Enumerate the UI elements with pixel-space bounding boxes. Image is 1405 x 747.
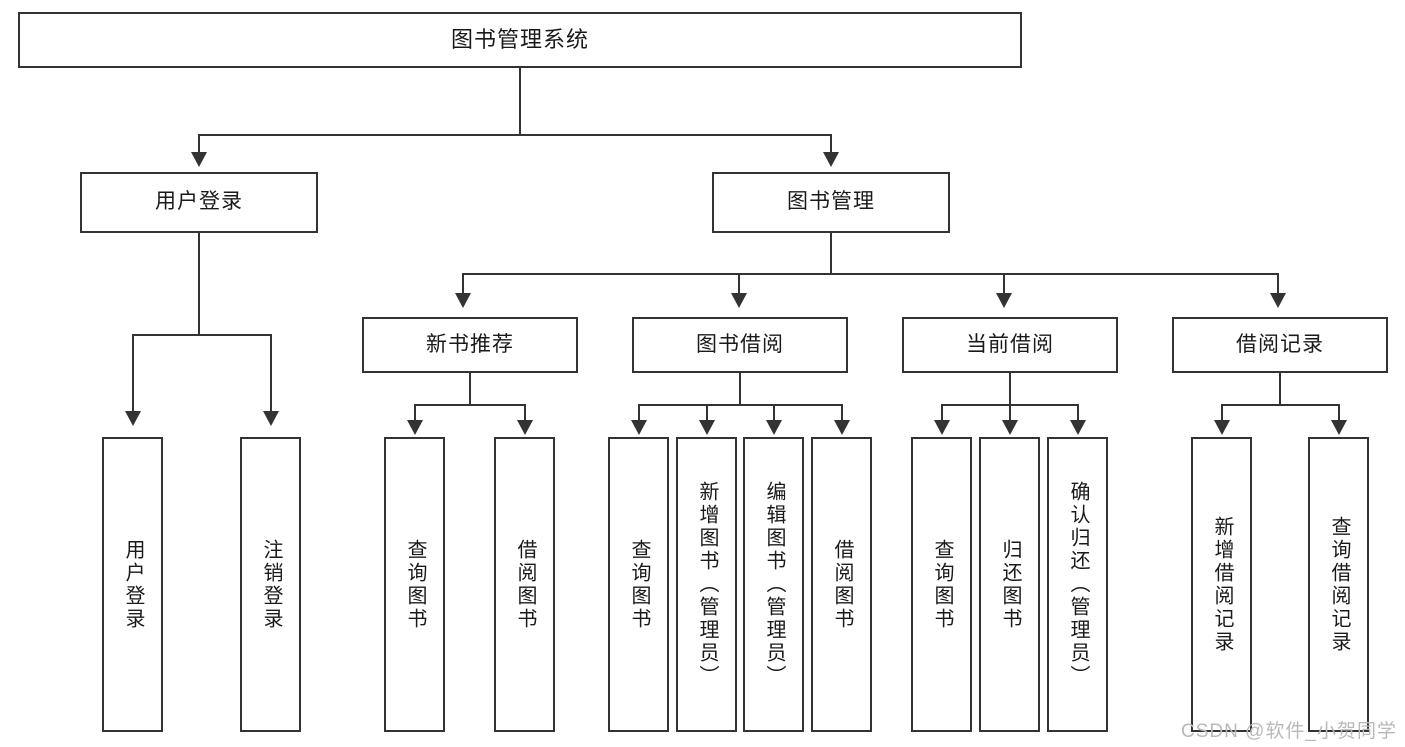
node-label: 新增图书（管理员）: [696, 481, 718, 688]
node-borrow-record[interactable]: 借阅记录: [1172, 317, 1388, 373]
edge-bm-to-book-borrow: [738, 273, 740, 295]
edge-root-to-user-login: [198, 134, 200, 154]
node-label: 新增借阅记录: [1211, 515, 1233, 654]
node-user-login[interactable]: 用户登录: [80, 172, 318, 233]
arrowhead-bm-to-current-borrow: [996, 293, 1012, 308]
node-leaf-user-logout[interactable]: 注销登录: [240, 437, 301, 732]
edge-br-to-leaf-2: [1338, 404, 1340, 422]
edge-user-login-split-bar: [132, 334, 270, 336]
node-label: 借阅图书: [514, 538, 536, 631]
arrowhead-br-to-leaf-2: [1331, 420, 1347, 435]
arrowhead-nbr-to-leaf-1: [407, 420, 423, 435]
arrowhead-cb-to-leaf-2: [1002, 420, 1018, 435]
edge-bb-to-leaf-2: [706, 404, 708, 422]
arrowhead-br-to-leaf-1: [1214, 420, 1230, 435]
node-leaf-bb-add-book[interactable]: 新增图书（管理员）: [676, 437, 737, 732]
node-leaf-nbr-borrow-book[interactable]: 借阅图书: [494, 437, 555, 732]
edge-root-split-bar: [198, 134, 832, 136]
edge-cb-to-leaf-2: [1009, 404, 1011, 422]
edge-user-login-to-leaf-1: [132, 334, 134, 413]
arrowhead-user-login-to-leaf-1: [125, 411, 141, 426]
node-label: 归还图书: [999, 538, 1021, 631]
node-label: 注销登录: [260, 538, 282, 631]
edge-user-login-stem: [198, 233, 200, 335]
arrowhead-cb-to-leaf-3: [1070, 420, 1086, 435]
node-label: 确认归还（管理员）: [1067, 481, 1089, 688]
edge-bb-stem: [739, 373, 741, 405]
node-book-borrow[interactable]: 图书借阅: [632, 317, 848, 373]
node-leaf-cb-confirm-return[interactable]: 确认归还（管理员）: [1047, 437, 1108, 732]
node-label: 查询图书: [931, 538, 953, 631]
node-leaf-user-login[interactable]: 用户登录: [102, 437, 163, 732]
edge-cb-stem: [1009, 373, 1011, 405]
arrowhead-user-login-to-leaf-2: [263, 411, 279, 426]
edge-br-split-bar: [1221, 404, 1338, 406]
arrowhead-bm-to-borrow-record: [1270, 293, 1286, 308]
node-leaf-br-query-record[interactable]: 查询借阅记录: [1308, 437, 1369, 732]
edge-nbr-stem: [469, 373, 471, 405]
node-label: 查询图书: [404, 538, 426, 631]
arrowhead-bm-to-new-book-recommend: [455, 293, 471, 308]
edge-bm-to-borrow-record: [1277, 273, 1279, 295]
node-label: 图书管理: [787, 190, 875, 214]
node-label: 借阅图书: [831, 538, 853, 631]
edge-root-to-book-management: [830, 134, 832, 154]
node-label: 图书借阅: [696, 332, 784, 356]
edge-book-management-stem: [830, 233, 832, 274]
node-label: 新书推荐: [426, 332, 514, 356]
node-book-management[interactable]: 图书管理: [712, 172, 950, 233]
node-leaf-nbr-query-book[interactable]: 查询图书: [384, 437, 445, 732]
edge-cb-to-leaf-3: [1077, 404, 1079, 422]
node-leaf-cb-return-book[interactable]: 归还图书: [979, 437, 1040, 732]
node-label: 查询借阅记录: [1328, 515, 1350, 654]
edge-bb-to-leaf-4: [841, 404, 843, 422]
node-root-book-management-system[interactable]: 图书管理系统: [18, 12, 1022, 68]
node-label: 编辑图书（管理员）: [763, 481, 785, 688]
node-new-book-recommend[interactable]: 新书推荐: [362, 317, 578, 373]
node-current-borrow[interactable]: 当前借阅: [902, 317, 1118, 373]
edge-cb-to-leaf-1: [941, 404, 943, 422]
arrowhead-bb-to-leaf-3: [766, 420, 782, 435]
node-label: 用户登录: [155, 190, 243, 214]
node-label: 当前借阅: [966, 332, 1054, 356]
node-label: 借阅记录: [1236, 332, 1324, 356]
edge-bb-split-bar: [638, 404, 842, 406]
arrowhead-root-to-user-login: [191, 152, 207, 167]
edge-nbr-to-leaf-2: [524, 404, 526, 422]
node-leaf-bb-query-book[interactable]: 查询图书: [608, 437, 669, 732]
edge-bb-to-leaf-3: [773, 404, 775, 422]
arrowhead-cb-to-leaf-1: [934, 420, 950, 435]
arrowhead-root-to-book-management: [823, 152, 839, 167]
node-label: 查询图书: [628, 538, 650, 631]
edge-bm-to-new-book-recommend: [462, 273, 464, 295]
edge-nbr-to-leaf-1: [414, 404, 416, 422]
node-label: 用户登录: [122, 538, 144, 631]
arrowhead-bb-to-leaf-4: [834, 420, 850, 435]
edge-root-stem: [519, 68, 521, 135]
node-leaf-bb-borrow-book[interactable]: 借阅图书: [811, 437, 872, 732]
node-leaf-cb-query-book[interactable]: 查询图书: [911, 437, 972, 732]
edge-nbr-split-bar: [414, 404, 524, 406]
edge-book-management-split-bar: [462, 273, 1277, 275]
arrowhead-bb-to-leaf-1: [631, 420, 647, 435]
edge-bm-to-current-borrow: [1003, 273, 1005, 295]
node-leaf-bb-edit-book[interactable]: 编辑图书（管理员）: [743, 437, 804, 732]
node-label: 图书管理系统: [450, 27, 589, 53]
edge-br-stem: [1279, 373, 1281, 405]
node-leaf-br-add-record[interactable]: 新增借阅记录: [1191, 437, 1252, 732]
arrowhead-bb-to-leaf-2: [699, 420, 715, 435]
arrowhead-nbr-to-leaf-2: [517, 420, 533, 435]
edge-user-login-to-leaf-2: [270, 334, 272, 413]
edge-bb-to-leaf-1: [638, 404, 640, 422]
arrowhead-bm-to-book-borrow: [731, 293, 747, 308]
edge-br-to-leaf-1: [1221, 404, 1223, 422]
